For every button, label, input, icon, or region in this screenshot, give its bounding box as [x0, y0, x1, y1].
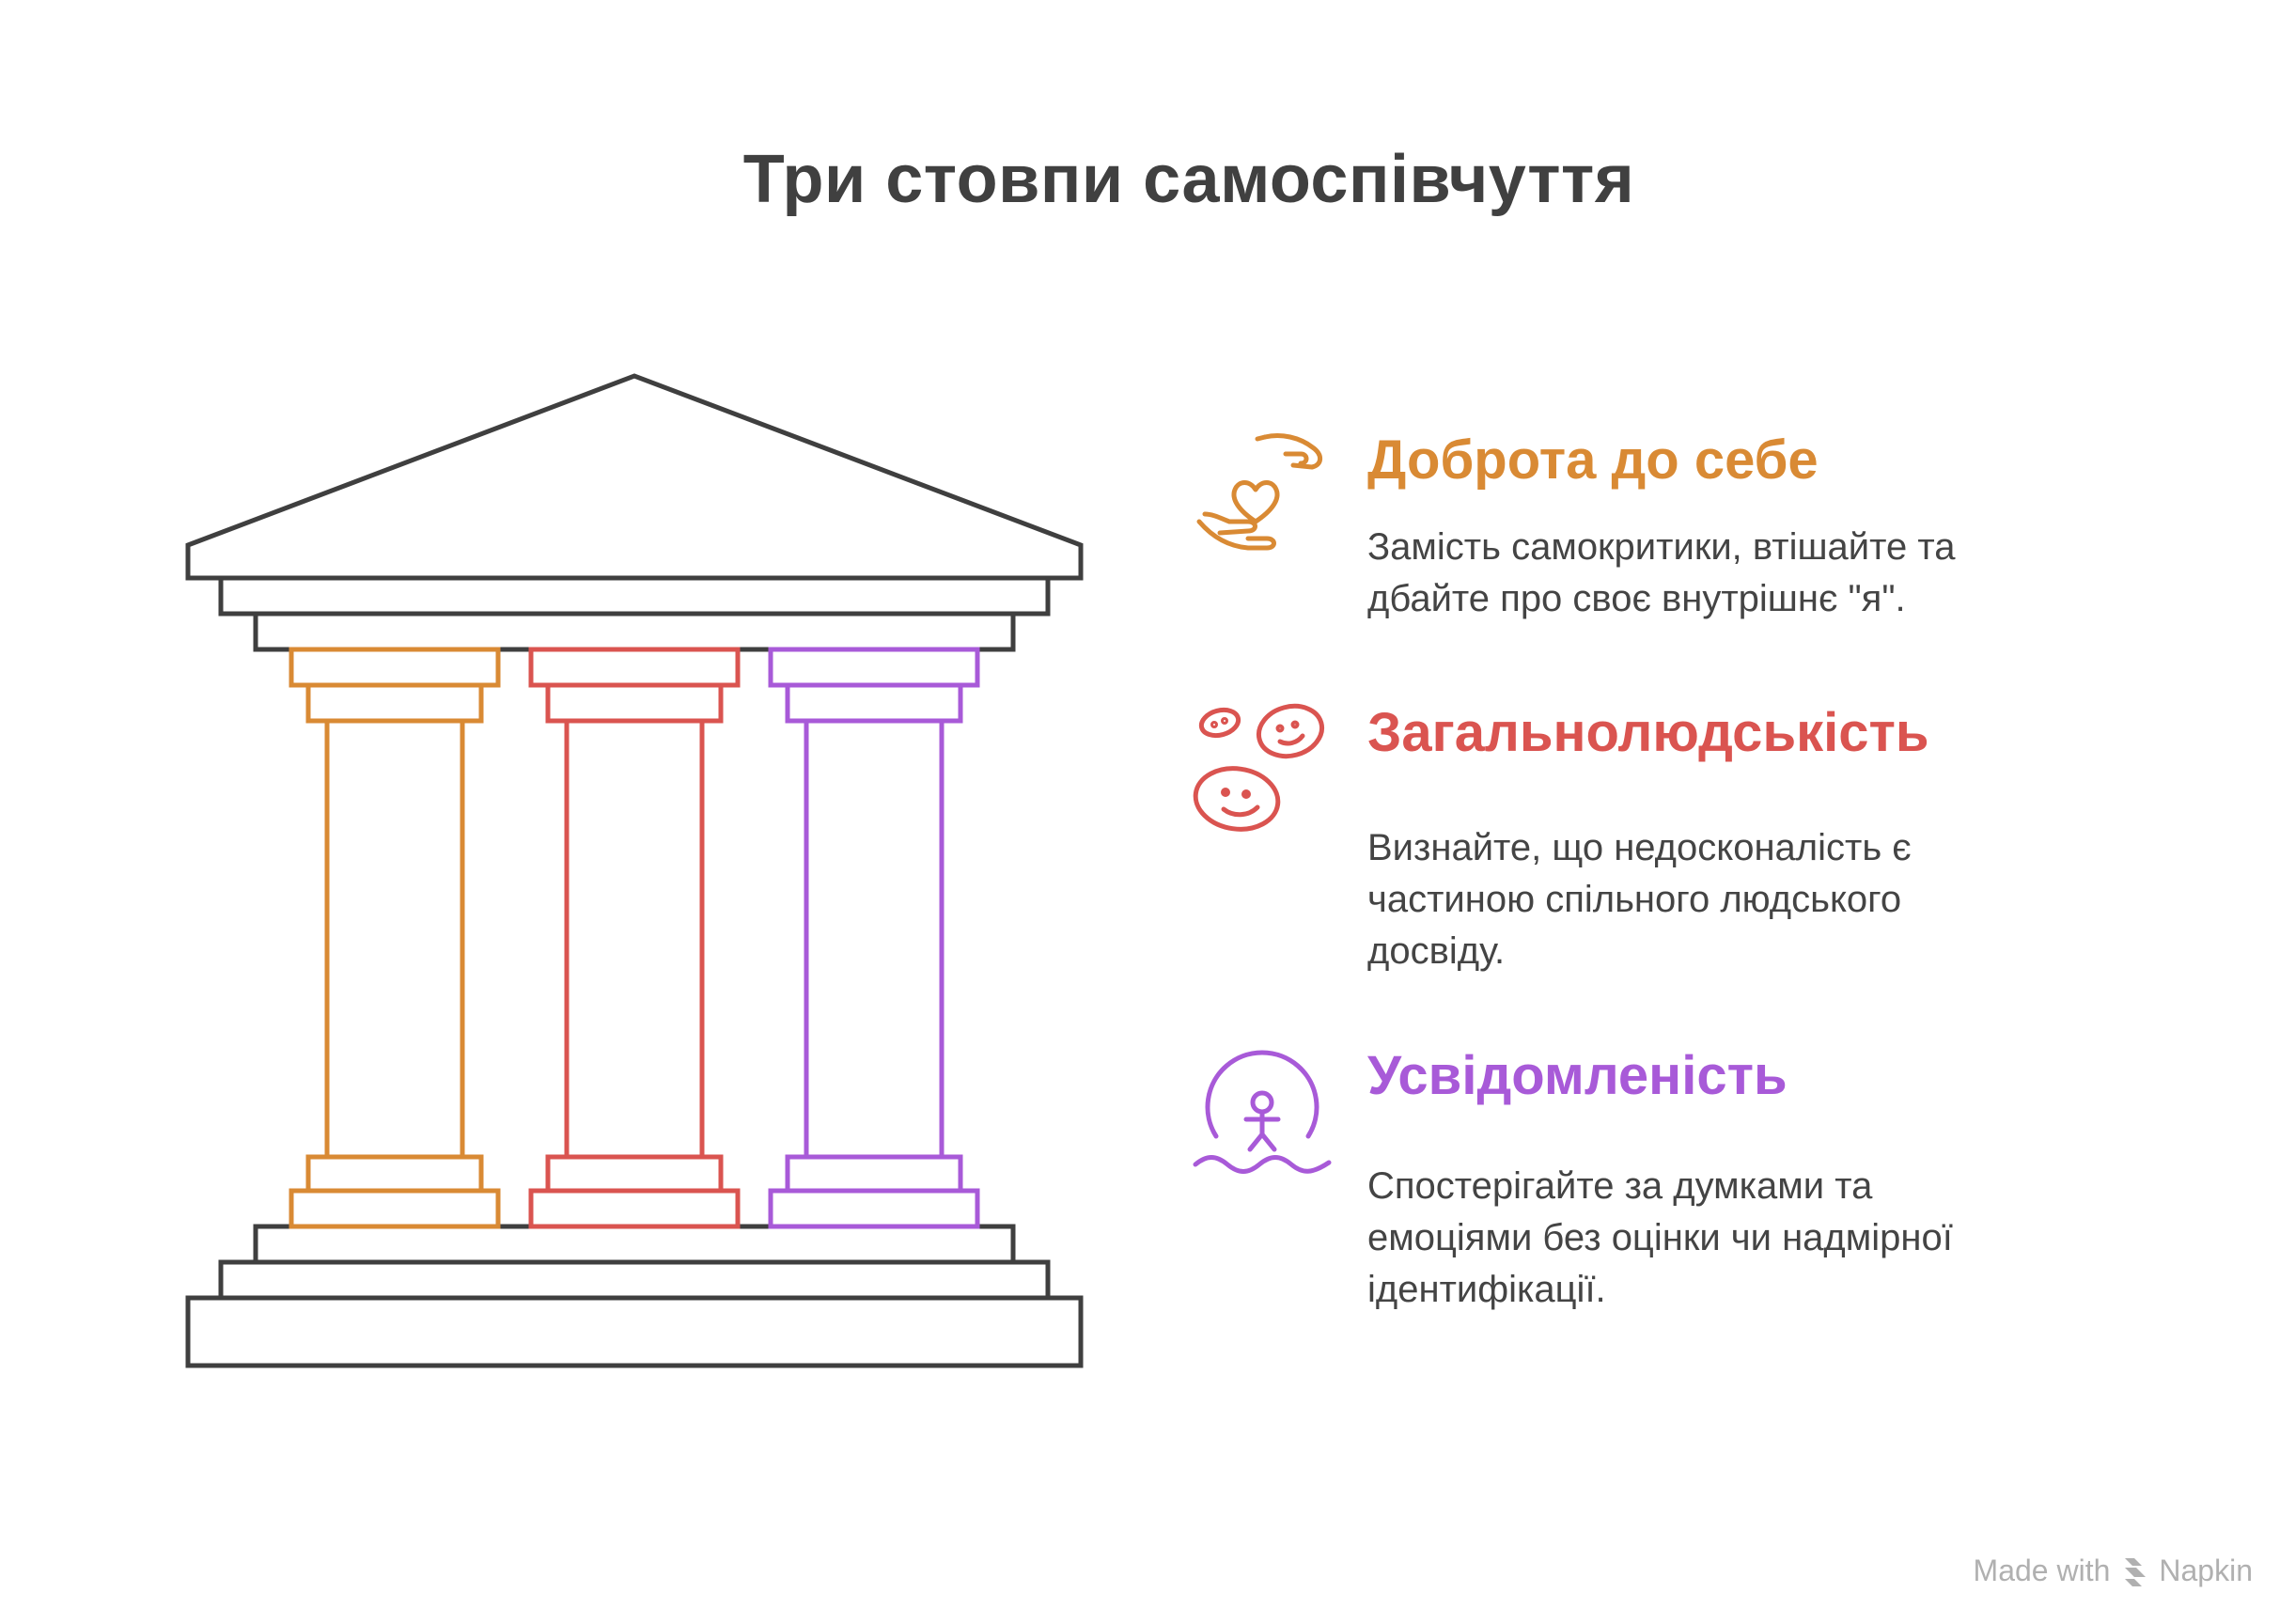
- pillar-kindness: [289, 647, 501, 1229]
- temple-roof: [185, 373, 1084, 581]
- pillar-mindfulness: [768, 647, 980, 1229]
- pillar-heading-mindfulness: Усвідомленість: [1367, 1045, 1788, 1106]
- pillar-heading-humanity: Загальнолюдськість: [1367, 702, 1929, 763]
- pillar-heading-kindness: Доброта до себе: [1367, 429, 1819, 491]
- pillar-description-humanity: Визнайте, що недосконалість є частиною с…: [1367, 827, 1912, 972]
- napkin-brand-label: Napkin: [2159, 1554, 2253, 1587]
- temple-entablature-bottom: [253, 611, 1016, 652]
- made-with-napkin-badge[interactable]: Made with Napkin: [1974, 1554, 2253, 1588]
- page-title: Три стовпи самоспівчуття: [742, 142, 1635, 217]
- smiling-faces-icon: [1193, 703, 1325, 832]
- pillar-item-kindness: Доброта до себе Замість самокритики, вті…: [1367, 428, 2213, 625]
- temple-illustration: [185, 373, 1084, 1368]
- pillar-description-mindfulness: Спостерігайте за думками та емоціями без…: [1367, 1165, 1953, 1310]
- temple-entablature-top: [218, 575, 1051, 617]
- pillar-item-humanity: Загальнолюдськість Визнайте, що недоскон…: [1367, 700, 2213, 977]
- temple-step-bottom: [185, 1295, 1084, 1368]
- pillar-humanity: [528, 647, 741, 1229]
- made-with-label: Made with: [1973, 1554, 2111, 1587]
- person-in-circle-waves-icon: [1193, 1050, 1332, 1174]
- temple-step-middle: [218, 1259, 1051, 1301]
- napkin-logo-icon: [2125, 1557, 2147, 1586]
- pillar-description-kindness: Замість самокритики, втішайте та дбайте …: [1367, 526, 1956, 619]
- hands-heart-icon: [1196, 433, 1322, 551]
- pillar-item-mindfulness: Усвідомленість Спостерігайте за думками …: [1367, 1043, 2213, 1316]
- temple-step-top: [253, 1224, 1016, 1265]
